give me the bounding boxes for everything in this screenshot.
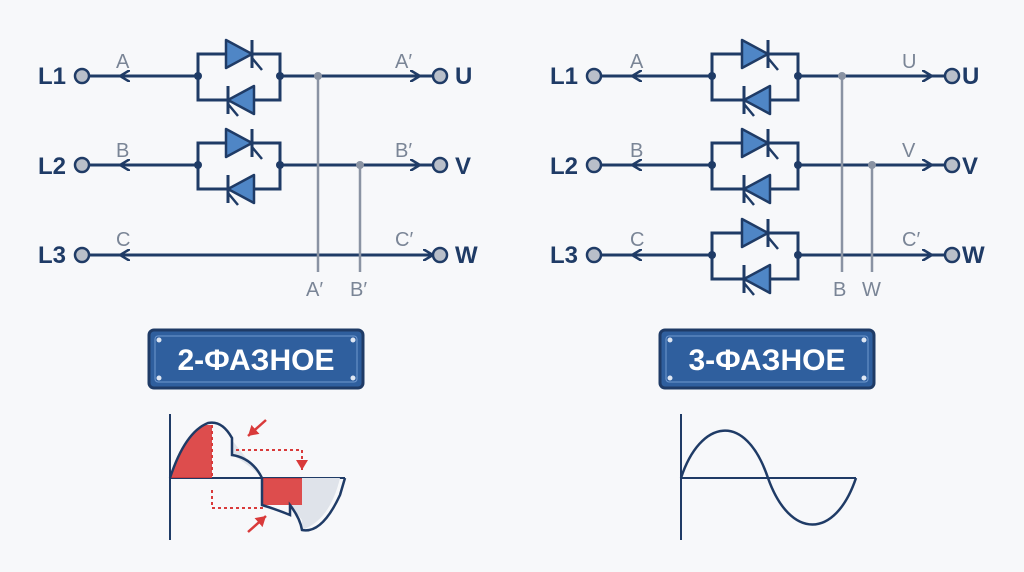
left-output-v: V [455, 153, 471, 180]
left-phase-a: A [116, 51, 130, 73]
right-input-l1: L1 [550, 63, 578, 90]
right-circuit: L1 L2 L3 A B C [550, 38, 985, 301]
left-input-l2: L2 [38, 153, 66, 180]
terminal-icon [73, 67, 91, 85]
right-input-l2: L2 [550, 153, 578, 180]
left-out-b: B′ [395, 140, 412, 162]
left-tap-b: B′ [350, 279, 367, 301]
right-phase-b: B [630, 140, 643, 162]
thyristor-icon [742, 263, 772, 297]
thyristor-icon [742, 173, 772, 207]
thyristor-icon [226, 173, 256, 207]
terminal-icon [943, 246, 961, 264]
right-out-v: V [902, 140, 916, 162]
terminal-icon [585, 246, 603, 264]
left-output-u: U [455, 63, 472, 90]
badge-2-phase: 2-ФАЗНОЕ [147, 328, 365, 390]
terminal-icon [431, 156, 449, 174]
terminal-icon [431, 67, 449, 85]
terminal-icon [73, 156, 91, 174]
right-phase-a: A [630, 51, 644, 73]
right-out-u: U [902, 51, 916, 73]
arrow-icon [247, 515, 267, 533]
badge-2-phase-label: 2-ФАЗНОЕ [177, 344, 334, 377]
terminal-icon [431, 246, 449, 264]
terminal-icon [943, 156, 961, 174]
right-out-c: C′ [902, 229, 920, 251]
badge-3-phase-label: 3-ФАЗНОЕ [688, 344, 845, 377]
terminal-icon [73, 246, 91, 264]
badge-3-phase: 3-ФАЗНОЕ [658, 328, 876, 390]
left-circuit: L1 L2 L3 A B C [38, 38, 478, 301]
terminal-icon [585, 156, 603, 174]
right-tap-w: W [862, 279, 881, 301]
sine-waveform [679, 414, 858, 540]
right-output-w: W [962, 242, 985, 269]
left-input-l3: L3 [38, 242, 66, 269]
right-phase-c: C [630, 229, 644, 251]
left-out-c: C′ [395, 229, 413, 251]
left-output-w: W [455, 242, 478, 269]
left-tap-a: A′ [306, 279, 323, 301]
right-output-v: V [962, 153, 978, 180]
left-input-l1: L1 [38, 63, 66, 90]
right-tap-b: B [833, 279, 846, 301]
left-phase-b: B [116, 140, 129, 162]
left-phase-c: C [116, 229, 130, 251]
right-input-l3: L3 [550, 242, 578, 269]
arrow-icon [247, 419, 267, 437]
thyristor-icon [226, 84, 256, 118]
terminal-icon [943, 67, 961, 85]
chopped-waveform [168, 414, 347, 540]
thyristor-icon [742, 84, 772, 118]
left-out-a: A′ [395, 51, 412, 73]
terminal-icon [585, 67, 603, 85]
right-output-u: U [962, 63, 979, 90]
